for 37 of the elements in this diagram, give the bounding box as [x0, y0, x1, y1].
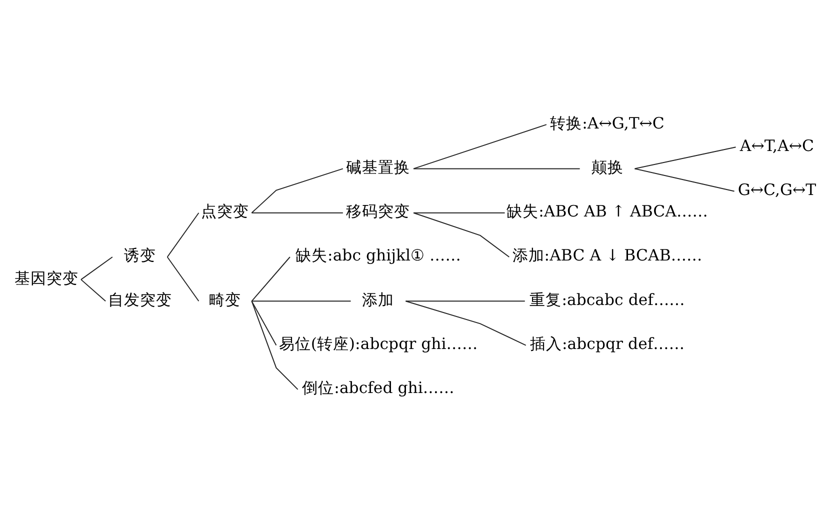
- connector: [251, 168, 344, 213]
- node-text: 畸变: [209, 289, 242, 308]
- node-text: A↔T,A↔C: [740, 135, 814, 154]
- connector: [413, 212, 506, 213]
- connector: [80, 278, 106, 302]
- connector: [80, 256, 113, 280]
- node-text: 转换:A↔G,T↔C: [550, 112, 664, 132]
- connector: [166, 212, 200, 257]
- node-text: 倒位:abcfed ghi……: [302, 378, 454, 397]
- connector: [405, 300, 526, 302]
- node-text: G↔C,G↔T: [738, 180, 816, 199]
- connector: [251, 256, 290, 302]
- connector: [413, 124, 547, 169]
- node-text: 易位(转座):abcpqr ghi……: [278, 334, 478, 353]
- node-text: 缺失:abc ghijkl① ……: [296, 245, 461, 264]
- node-text: 添加: [362, 289, 394, 308]
- connector: [405, 300, 526, 346]
- connector: [251, 300, 298, 390]
- node-text: 缺失:ABC AB ↑ ABCA……: [506, 201, 708, 220]
- node-text: 自发突变: [108, 289, 172, 308]
- connector: [634, 146, 736, 169]
- node-text: 点突变: [201, 201, 250, 220]
- node-text: 基因突变: [14, 268, 79, 287]
- node-text: 重复:abcabc def……: [530, 289, 685, 308]
- node-text: 诱变: [124, 245, 156, 264]
- connector: [251, 300, 352, 302]
- connector: [251, 212, 344, 213]
- node-text: 插入:abcpqr def……: [530, 334, 685, 353]
- connector: [251, 300, 277, 346]
- connector: [413, 212, 510, 257]
- node-text: 添加:ABC A ↓ BCAB……: [512, 245, 702, 264]
- node-text: 碱基置换: [346, 156, 410, 176]
- node-text: 颠换: [591, 156, 624, 176]
- connector: [166, 256, 200, 302]
- connector: [634, 168, 735, 192]
- connector: [413, 168, 580, 169]
- node-text: 移码突变: [346, 201, 410, 220]
